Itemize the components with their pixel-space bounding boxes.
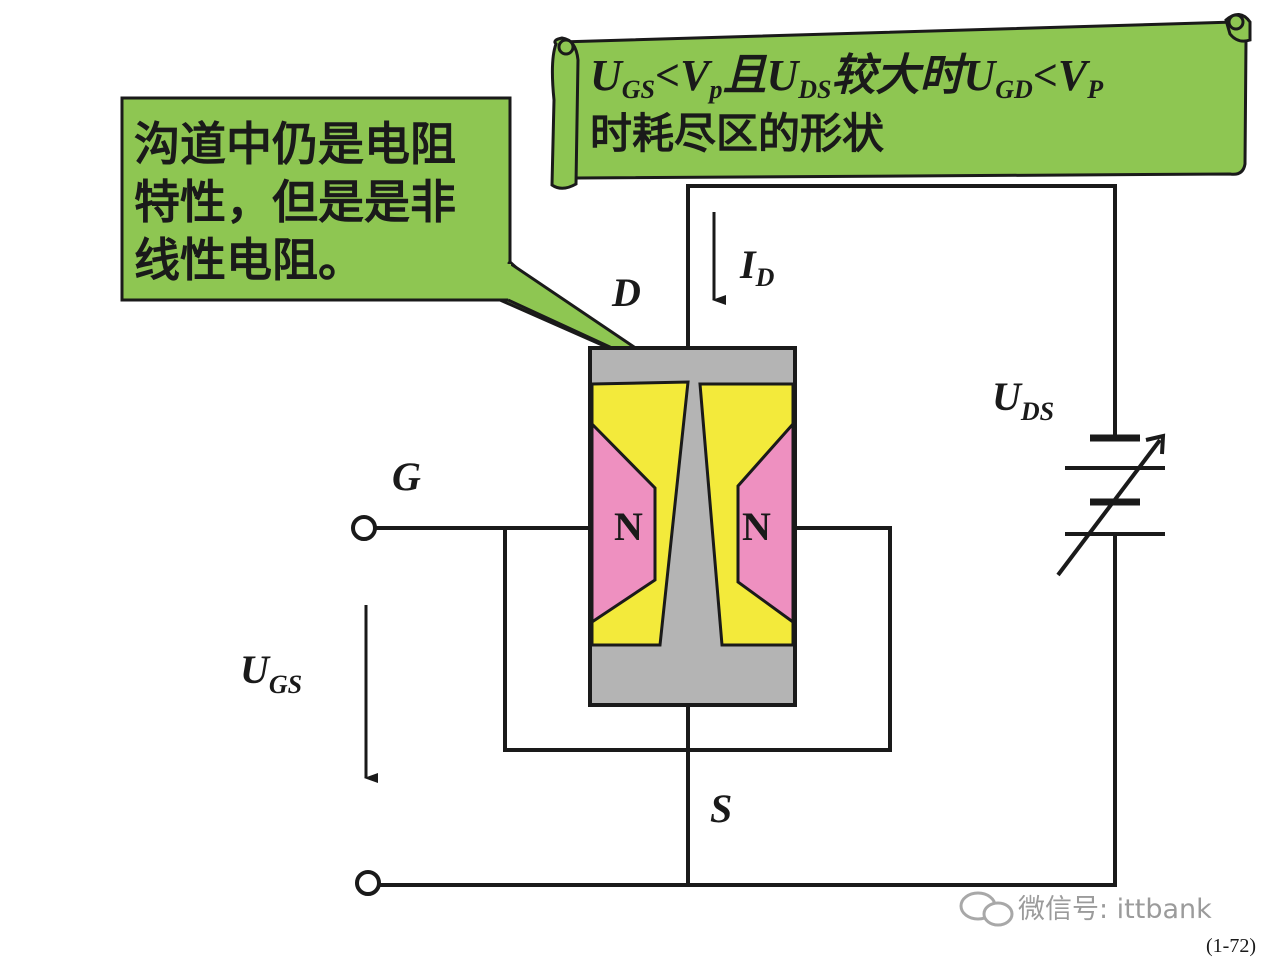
gate-loop <box>503 526 892 752</box>
scroll-title-line1: UGS<Vp且UDS较大时UGD<VP <box>590 51 1104 104</box>
source-label: S <box>710 786 732 831</box>
battery-return-wire <box>688 538 1117 887</box>
drain-wire <box>686 184 1117 410</box>
scroll-title-line2: 时耗尽区的形状 <box>590 109 885 158</box>
watermark-text: 微信号: ittbank <box>1018 894 1212 925</box>
watermark: 微信号: ittbank <box>959 891 1212 927</box>
scroll-left-curl <box>550 36 580 190</box>
n-region-right <box>736 420 795 625</box>
callout: 沟道中仍是电阻 特性，但是是非 线性电阻。 <box>120 96 687 384</box>
gate-terminal <box>351 515 377 541</box>
scroll-left-knob <box>557 38 575 56</box>
n-region-left <box>590 420 657 625</box>
callout-box <box>120 96 512 302</box>
title-part: U <box>590 51 624 100</box>
id-label: ID <box>739 242 775 292</box>
callout-line-3: 线性电阻。 <box>134 233 364 287</box>
scroll-banner: UGS<Vp且UDS较大时UGD<VP 时耗尽区的形状 <box>550 13 1252 190</box>
drain-label: D <box>611 270 641 315</box>
callout-line-1: 沟道中仍是电阻 <box>134 117 456 171</box>
battery-uds <box>1056 410 1166 577</box>
callout-line-2: 特性，但是是非 <box>134 175 456 229</box>
ugs-label: UGS <box>240 647 302 699</box>
page-number: (1-72) <box>1206 935 1256 957</box>
uds-label: UDS <box>992 374 1054 426</box>
n-label-left: N <box>614 504 643 549</box>
jfet-body: N N <box>588 346 797 707</box>
gate-label: G <box>392 454 421 499</box>
variable-arrow <box>1056 438 1162 577</box>
scroll-right-knob <box>1227 13 1245 31</box>
n-label-right: N <box>742 504 771 549</box>
source-terminal <box>355 870 381 896</box>
circuit-wires <box>376 184 1117 887</box>
